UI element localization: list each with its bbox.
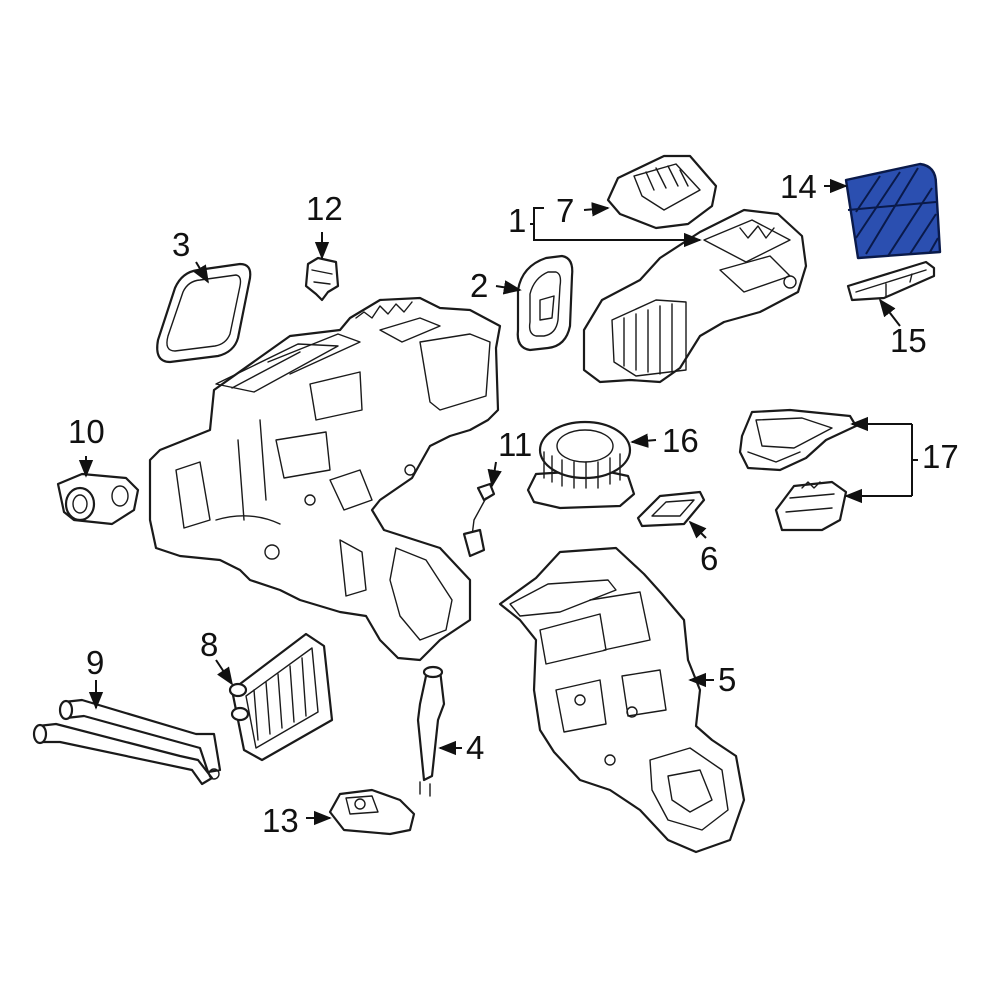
- callout-1: 1: [508, 202, 526, 239]
- part-17-modules: [738, 408, 858, 532]
- callout-13: 13: [262, 802, 299, 839]
- callout-2: 2: [470, 267, 488, 304]
- part-10-actuator: [56, 472, 140, 526]
- callout-12: 12: [306, 190, 343, 227]
- leader-6: [688, 520, 707, 539]
- part-12-sensor: [304, 256, 340, 302]
- callout-17: 17: [922, 438, 959, 475]
- part-4-rod: [416, 665, 446, 797]
- part-15-filter-door: [846, 260, 936, 302]
- callout-11: 11: [498, 426, 532, 463]
- leader-7: [583, 202, 610, 217]
- part-13-actuator: [328, 788, 416, 836]
- leader-1-bracket: [533, 207, 544, 241]
- part-1-assembly: [582, 208, 808, 384]
- leader-3: [193, 261, 209, 284]
- part-7-upper-housing: [606, 154, 718, 230]
- callout-4: 4: [466, 729, 484, 766]
- main-hvac-housing: [148, 296, 502, 662]
- leader-11: [487, 461, 502, 488]
- part-9-pipes: [32, 698, 222, 786]
- callout-9: 9: [86, 644, 104, 681]
- part-16-blower-motor: [526, 420, 636, 510]
- callout-6: 6: [700, 540, 718, 577]
- callout-16: 16: [662, 422, 699, 459]
- part-6-seal: [636, 490, 706, 528]
- part-2-cover: [516, 254, 574, 352]
- part-5-lower-housing: [498, 546, 746, 854]
- leader-15: [878, 298, 901, 327]
- part-3-gasket: [156, 262, 252, 364]
- part-14-cabin-filter: [844, 162, 942, 260]
- leader-8: [215, 659, 233, 686]
- callout-14: 14: [780, 168, 817, 205]
- leader-2: [495, 280, 522, 295]
- part-11-sensor-wire: [462, 482, 496, 558]
- callout-labels: 1 2 3 4 5 6 7 8 9 10 11 12 13 14 15 16 1…: [68, 168, 959, 839]
- leader-16: [630, 433, 657, 448]
- callout-5: 5: [718, 661, 736, 698]
- callout-3: 3: [172, 226, 190, 263]
- callout-7: 7: [556, 192, 574, 229]
- callout-10: 10: [68, 413, 105, 450]
- callout-8: 8: [200, 626, 218, 663]
- leader-lines: [78, 178, 918, 826]
- part-8-heater-core: [228, 632, 334, 762]
- callout-15: 15: [890, 322, 927, 359]
